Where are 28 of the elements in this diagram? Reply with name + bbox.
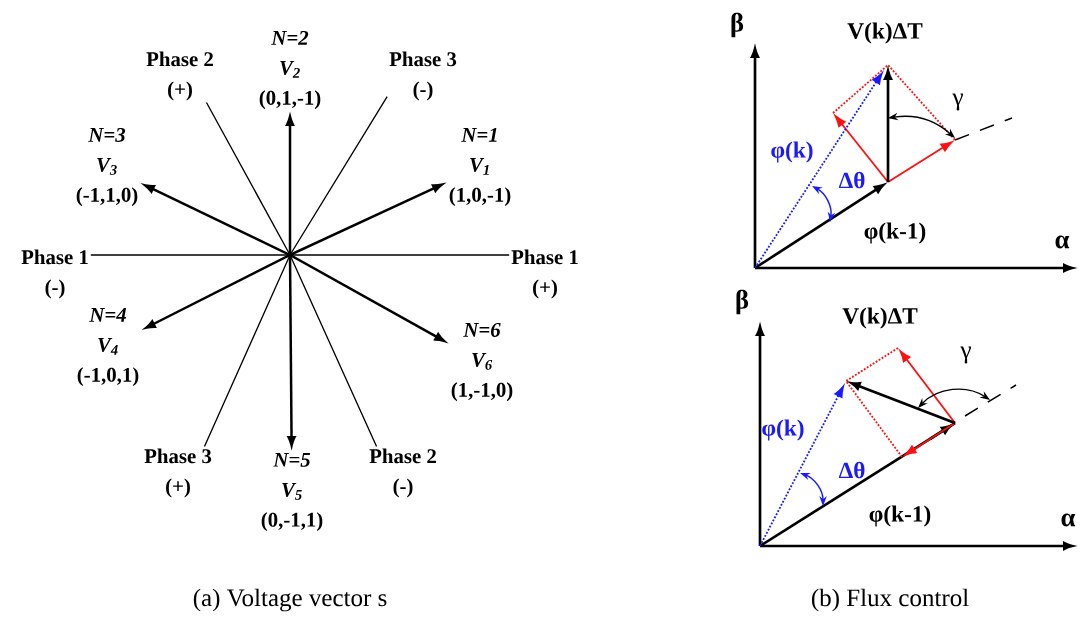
- vector-label: φ(k-1): [869, 505, 931, 527]
- caption: (b) Flux control: [811, 588, 969, 612]
- vector-label: φ(k): [762, 419, 804, 441]
- vector-label: N=5 V$_{5}$ (0,-1,1): [261, 452, 323, 532]
- caption: (a) Voltage vector s: [193, 588, 387, 612]
- axis-label: α: [1061, 513, 1076, 527]
- vector-label: N=6 V$_{6}$ (1,-1,0): [451, 322, 513, 402]
- vector-label: N=3 V$_{3}$ (-1,1,0): [76, 127, 138, 207]
- axis-label: α: [1055, 235, 1070, 249]
- vector-label: N=1 V$_{1}$ (1,0,-1): [449, 127, 511, 207]
- vector-label: φ(k): [771, 141, 813, 163]
- axis-label: β: [736, 289, 749, 315]
- phase-label: Phase 3 (+): [144, 448, 212, 498]
- vector-label: V(k)ΔT: [847, 22, 923, 44]
- phase-label: Phase 1 (-): [21, 249, 88, 299]
- vector-label: φ(k-1): [864, 222, 926, 244]
- phase-label: Phase 3 (-): [389, 51, 457, 101]
- angle-label: γ: [952, 93, 963, 111]
- axis-label: β: [731, 12, 744, 38]
- phase-label: Phase 1 (+): [511, 249, 578, 299]
- vector-label: V(k)ΔT: [842, 307, 918, 329]
- vector-label: N=2 V$_{2}$ (0,1,-1): [259, 30, 321, 110]
- phase-label: Phase 2 (+): [146, 51, 213, 101]
- angle-label: γ: [960, 346, 971, 364]
- angle-label: Δθ: [838, 171, 865, 189]
- phase-label: Phase 2 (-): [369, 448, 436, 498]
- angle-label: Δθ: [838, 461, 865, 479]
- vector-label: N=4 V$_{4}$ (-1,0,1): [77, 307, 139, 387]
